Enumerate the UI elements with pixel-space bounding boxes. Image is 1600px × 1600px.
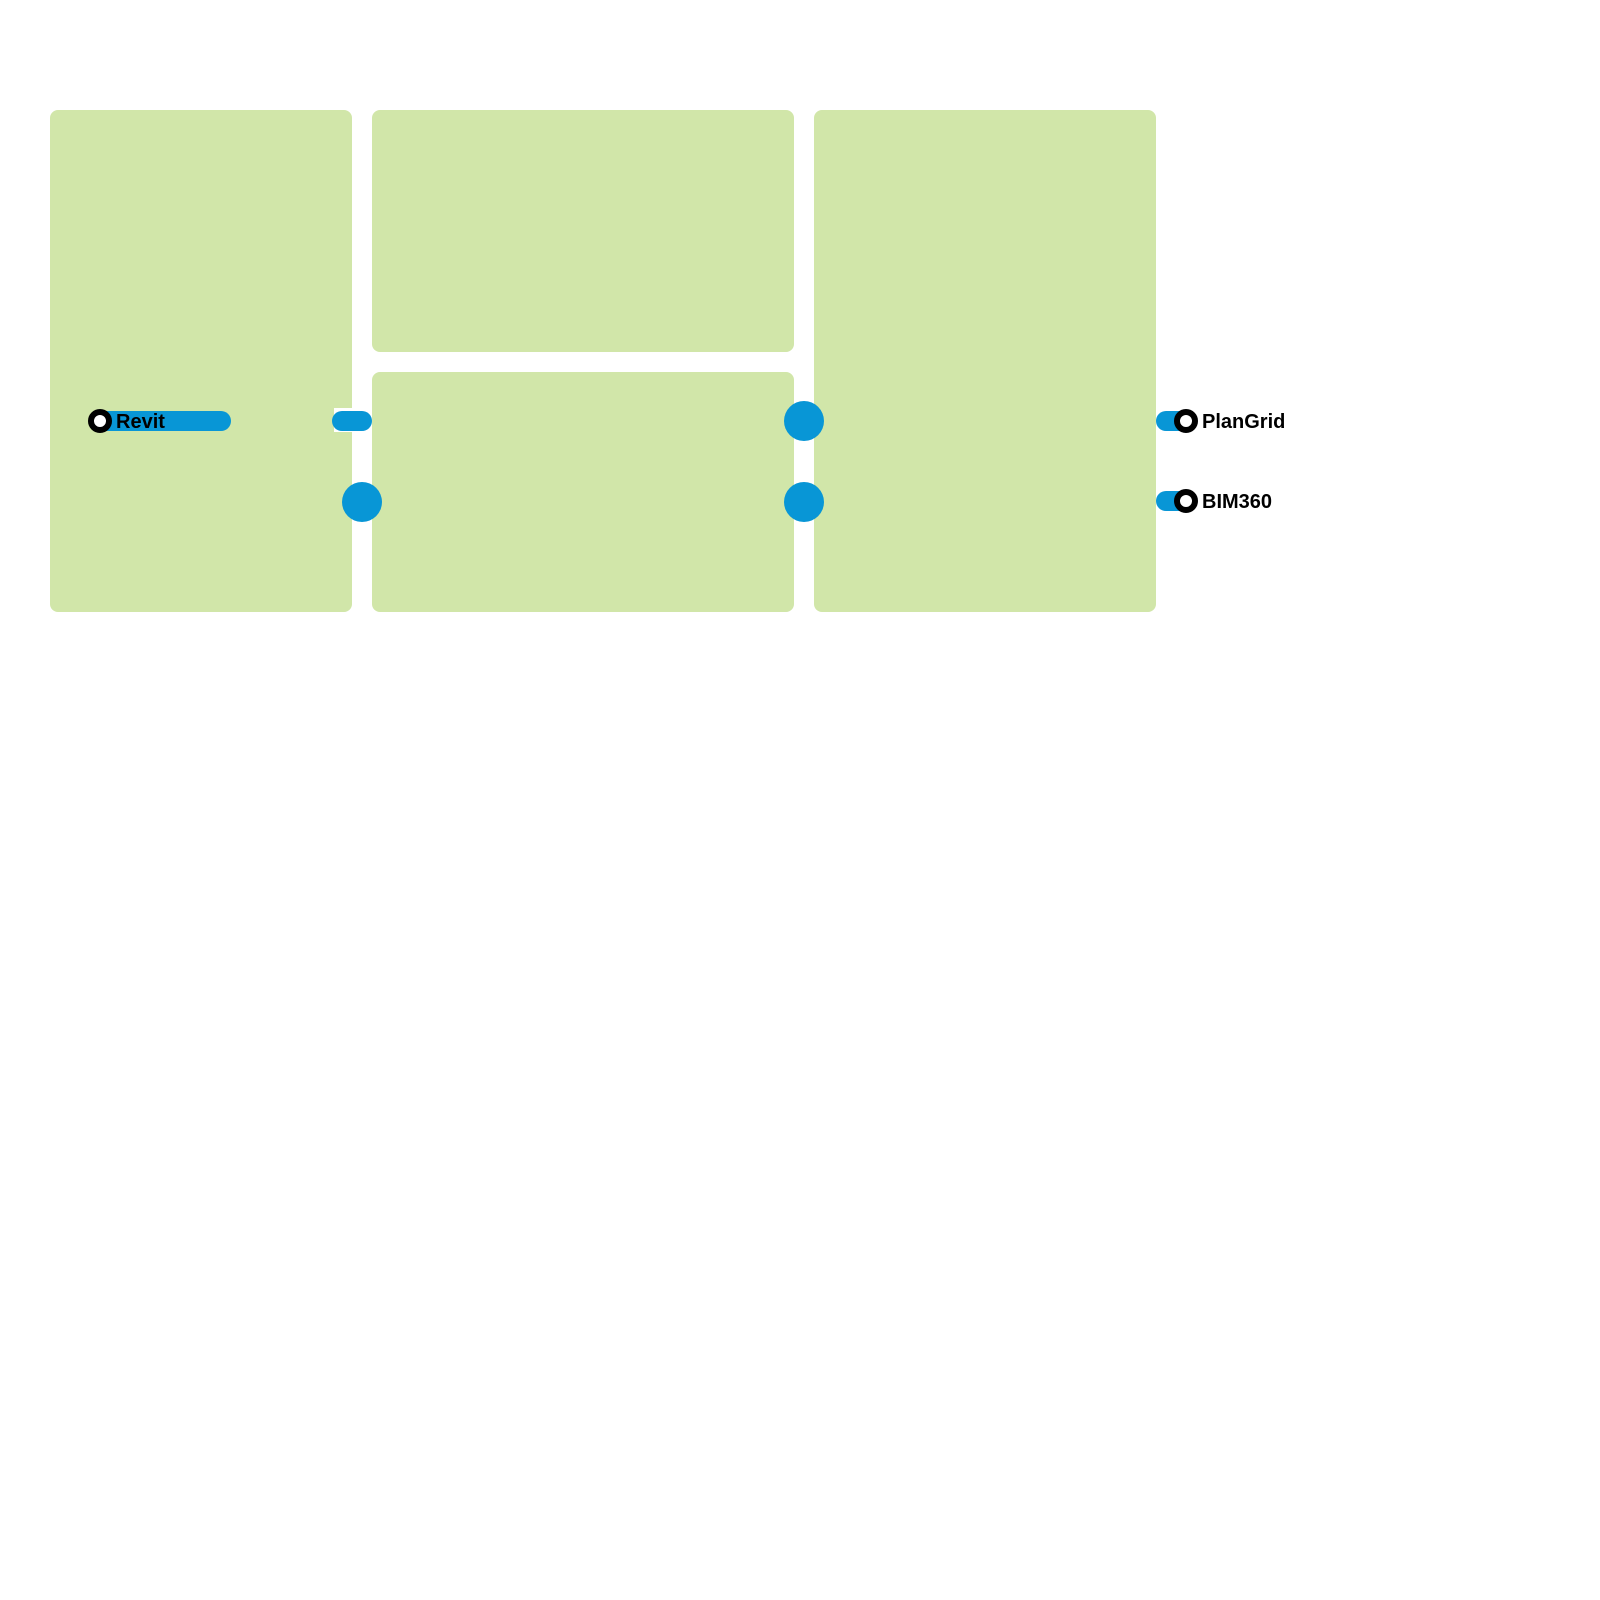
panel-center-top (372, 110, 794, 352)
panel-right (814, 110, 1156, 612)
station-revit[interactable]: Revit (88, 409, 165, 433)
station-plangrid-label: PlanGrid (1202, 411, 1285, 433)
panel-center-bottom (372, 372, 794, 612)
panel-group (50, 110, 1156, 612)
junction-center-to-right-lower (784, 482, 824, 522)
junction-group (342, 401, 824, 522)
panel-left (50, 110, 352, 612)
station-revit-label: Revit (116, 411, 165, 433)
station-revit-marker[interactable] (88, 409, 112, 433)
station-bim360[interactable]: BIM360 (1174, 489, 1272, 513)
station-plangrid-marker[interactable] (1174, 409, 1198, 433)
station-bim360-label: BIM360 (1202, 491, 1272, 513)
junction-left-to-center-lower (342, 482, 382, 522)
station-bim360-marker[interactable] (1174, 489, 1198, 513)
station-plangrid[interactable]: PlanGrid (1174, 409, 1285, 433)
junction-center-to-right-upper (784, 401, 824, 441)
